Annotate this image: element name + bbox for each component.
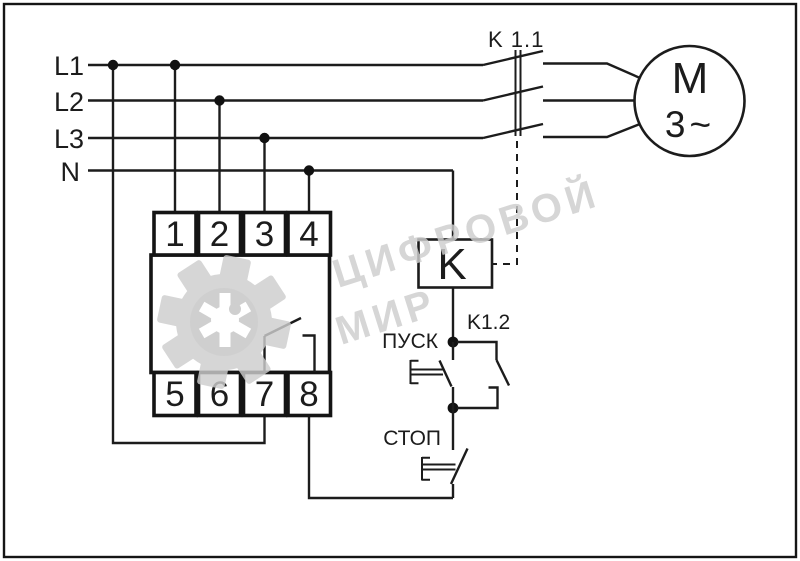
k12-label: K1.2 xyxy=(467,311,510,334)
terminal-box-5 xyxy=(152,370,198,418)
terminal-label-1: 1 xyxy=(165,215,184,254)
start-label: ПУСК xyxy=(382,330,439,353)
k12-contact-symbol xyxy=(457,340,511,410)
motor-phase-label: 3~ xyxy=(665,104,715,145)
start-stop-circuit: ПУСК K1.2 СТОП xyxy=(382,311,510,498)
line-label-l3: L3 xyxy=(54,124,84,154)
stop-label: СТОП xyxy=(383,427,441,450)
terminal-label-5: 5 xyxy=(165,375,184,414)
contactor-coil: K xyxy=(417,238,494,337)
coil-label: K xyxy=(437,240,466,289)
junction-dot xyxy=(169,59,181,71)
terminal-box-8 xyxy=(286,370,333,418)
main-contact-k11: K 1.1 xyxy=(482,27,544,265)
terminal-label-4: 4 xyxy=(299,215,318,254)
junction-dot xyxy=(303,165,315,176)
motor-circle xyxy=(633,44,746,158)
terminal-label-8: 8 xyxy=(299,375,318,414)
motor-label: M xyxy=(672,54,709,103)
terminal-label-3: 3 xyxy=(255,215,274,254)
mechanical-link-dashed xyxy=(493,141,518,265)
terminal-box-1 xyxy=(152,210,198,257)
junction-dot xyxy=(214,95,225,106)
k11-label: K 1.1 xyxy=(488,27,544,52)
stop-button-symbol xyxy=(421,408,469,498)
terminal-box-4 xyxy=(286,210,333,257)
start-button-symbol xyxy=(409,342,455,408)
terminal-label-7: 7 xyxy=(255,375,274,414)
line-label-l1: L1 xyxy=(54,51,84,81)
line-label-n: N xyxy=(61,157,81,187)
power-rails: L1 L2 L3 N xyxy=(54,51,483,500)
terminal-label-2: 2 xyxy=(210,215,229,254)
line-label-l2: L2 xyxy=(54,87,84,117)
terminal-box-3 xyxy=(241,210,288,257)
junction-dot xyxy=(259,132,270,144)
motor: M 3~ xyxy=(543,44,746,158)
gear-icon xyxy=(157,255,291,389)
terminal-box-2 xyxy=(196,210,243,257)
coil-box xyxy=(417,238,494,289)
junction-dot xyxy=(107,59,119,71)
